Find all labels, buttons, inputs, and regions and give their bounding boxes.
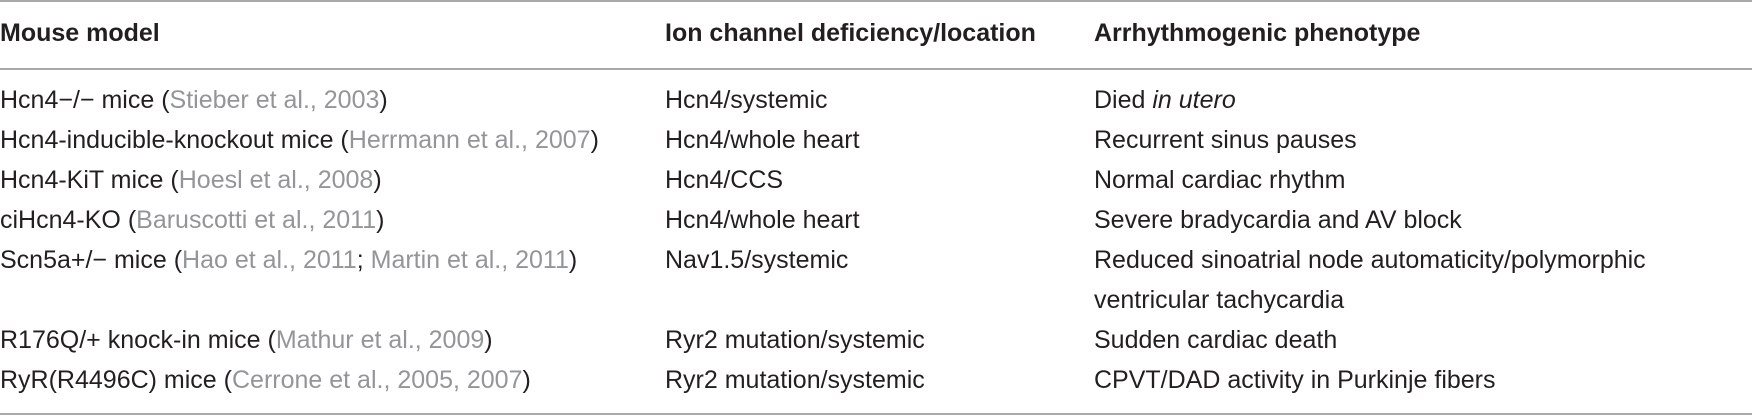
reference-link[interactable]: Hoesl et al., 2008	[178, 166, 374, 194]
table-bottom-rule	[0, 413, 1752, 415]
reference-link[interactable]: Mathur et al., 2009	[275, 326, 485, 354]
ion-channel-cell: Hcn4/whole heart	[665, 206, 860, 234]
mouse-model-cell: Scn5a+/− mice (Hao et al., 2011; Martin …	[0, 246, 578, 274]
ion-channel-cell: Hcn4/whole heart	[665, 126, 860, 154]
model-name: Scn5a+/− mice	[0, 246, 167, 274]
model-name: Hcn4−/− mice	[0, 86, 155, 114]
reference-link[interactable]: Stieber et al., 2003	[169, 86, 380, 114]
phenotype-cell: Severe bradycardia and AV block	[1094, 206, 1462, 234]
header-mouse-model: Mouse model	[0, 19, 160, 47]
reference-link[interactable]: Baruscotti et al., 2011	[136, 206, 377, 234]
mouse-model-cell: RyR(R4496C) mice (Cerrone et al., 2005, …	[0, 366, 531, 394]
phenotype-cell: Reduced sinoatrial node automaticity/pol…	[1094, 240, 1646, 320]
ion-channel-cell: Nav1.5/systemic	[665, 246, 849, 274]
phenotype-cell: CPVT/DAD activity in Purkinje fibers	[1094, 366, 1496, 394]
mouse-model-cell: R176Q/+ knock-in mice (Mathur et al., 20…	[0, 326, 493, 354]
phenotype-line: Reduced sinoatrial node automaticity/pol…	[1094, 246, 1646, 274]
mouse-model-cell: Hcn4-inducible-knockout mice (Herrmann e…	[0, 126, 599, 154]
model-name: RyR(R4496C) mice	[0, 366, 217, 394]
reference-link[interactable]: Herrmann et al., 2007	[348, 126, 591, 154]
mouse-model-cell: Hcn4−/− mice (Stieber et al., 2003)	[0, 86, 388, 114]
table-top-rule	[0, 0, 1752, 2]
phenotype-cell: Sudden cardiac death	[1094, 326, 1338, 354]
ion-channel-cell: Hcn4/systemic	[665, 86, 828, 114]
table-header-rule	[0, 68, 1752, 70]
model-name: R176Q/+ knock-in mice	[0, 326, 261, 354]
phenotype-line: ventricular tachycardia	[1094, 286, 1345, 314]
reference-link[interactable]: Martin et al., 2011	[370, 246, 569, 274]
phenotype-italic: in utero	[1152, 86, 1236, 114]
model-name: Hcn4-KiT mice	[0, 166, 164, 194]
ion-channel-cell: Hcn4/CCS	[665, 166, 784, 194]
phenotype-cell: Normal cardiac rhythm	[1094, 166, 1346, 194]
model-name: Hcn4-inducible-knockout mice	[0, 126, 334, 154]
ion-channel-cell: Ryr2 mutation/systemic	[665, 366, 925, 394]
mouse-model-cell: ciHcn4-KO (Baruscotti et al., 2011)	[0, 206, 385, 234]
header-ion-channel: Ion channel deficiency/location	[665, 19, 1036, 47]
phenotype-text: Died	[1094, 86, 1146, 114]
phenotype-cell: Recurrent sinus pauses	[1094, 126, 1357, 154]
header-phenotype: Arrhythmogenic phenotype	[1094, 19, 1421, 47]
reference-link[interactable]: Hao et al., 2011	[182, 246, 357, 274]
ion-channel-cell: Ryr2 mutation/systemic	[665, 326, 925, 354]
reference-link[interactable]: Cerrone et al., 2005, 2007	[232, 366, 523, 394]
phenotype-cell: Died in utero	[1094, 80, 1236, 120]
mouse-model-cell: Hcn4-KiT mice (Hoesl et al., 2008)	[0, 166, 382, 194]
model-name: ciHcn4-KO	[0, 206, 121, 234]
